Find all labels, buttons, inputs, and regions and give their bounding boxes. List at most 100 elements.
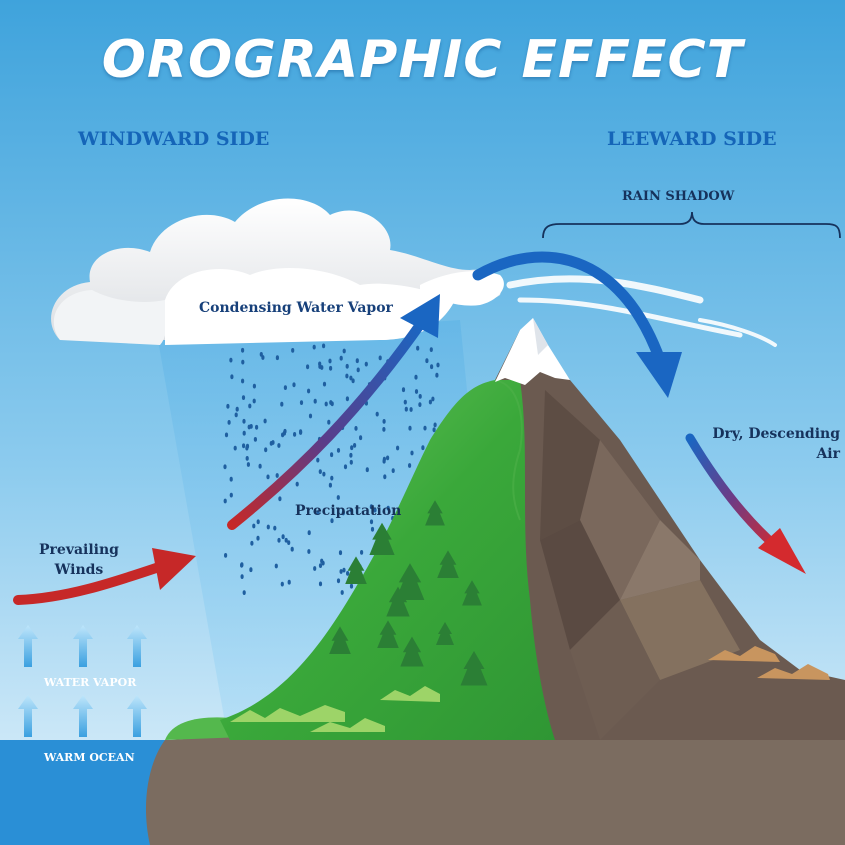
raindrop <box>266 474 270 480</box>
raindrop <box>421 445 425 451</box>
raindrop <box>235 406 239 412</box>
raindrop <box>224 432 229 438</box>
raindrop <box>307 388 311 394</box>
pine-tree <box>462 580 482 606</box>
raindrop <box>259 352 263 357</box>
raindrop <box>253 437 257 442</box>
raindrop <box>328 358 332 364</box>
raindrop <box>345 373 349 379</box>
pine-tree <box>369 522 395 555</box>
raindrop <box>391 468 395 473</box>
raindrop <box>435 372 439 378</box>
pine-tree <box>386 586 410 617</box>
pine-tree <box>400 636 424 667</box>
raindrop <box>336 495 340 500</box>
prevailing-winds-label: Prevailing Winds <box>39 542 119 578</box>
raindrop <box>369 504 373 510</box>
raindrop <box>423 425 427 431</box>
raindrop <box>229 492 233 498</box>
warm-ocean-label: WARM OCEAN <box>44 751 135 764</box>
pine-tree <box>395 563 425 600</box>
raindrop <box>248 403 252 409</box>
raindrop <box>409 407 413 412</box>
raindrop <box>349 583 354 589</box>
pine-tree <box>460 651 488 686</box>
raindrop <box>330 475 334 481</box>
raindrop <box>234 412 238 418</box>
diagram-title: OROGRAPHIC EFFECT <box>101 30 744 90</box>
pine-trees <box>329 500 488 686</box>
raindrop <box>242 430 246 436</box>
raindrop <box>263 418 267 424</box>
raindrop <box>278 496 282 502</box>
dry-grass-patches <box>708 646 830 680</box>
raindrop <box>241 378 245 384</box>
raindrop <box>318 469 322 474</box>
raindrop <box>322 343 326 349</box>
raindrop <box>430 364 434 370</box>
raindrop <box>318 581 323 587</box>
raindrop <box>230 374 234 380</box>
raindrop <box>277 443 281 448</box>
raindrop <box>359 435 363 441</box>
raindrop <box>245 456 249 461</box>
ground <box>0 732 845 845</box>
raindrop <box>339 355 343 361</box>
raindrop <box>349 459 353 465</box>
raindrop <box>229 476 233 482</box>
warm-ocean <box>0 740 165 845</box>
leeward-side-label: LEEWARD SIDE <box>607 128 777 150</box>
raindrop <box>336 578 341 584</box>
raindrop <box>425 358 429 364</box>
raindrop <box>312 344 316 350</box>
raindrop <box>271 440 275 445</box>
raindrop <box>378 355 382 361</box>
rising-air-arrow <box>227 294 440 530</box>
raindrop <box>247 424 251 430</box>
raindrop <box>307 530 311 536</box>
raindrop <box>336 448 341 453</box>
raindrop <box>343 464 348 470</box>
raindrop <box>329 400 333 405</box>
water-vapor-label: WATER VAPOR <box>44 676 137 689</box>
raindrop <box>299 400 304 405</box>
raindrop <box>408 425 412 431</box>
raindrop <box>414 389 419 394</box>
pine-tree <box>345 556 367 584</box>
raindrop <box>318 364 322 369</box>
raindrop <box>273 525 277 531</box>
raindrops <box>223 343 441 595</box>
raindrop <box>354 426 358 431</box>
raindrop <box>327 419 331 425</box>
raindrop <box>431 396 435 402</box>
raindrop <box>322 471 326 477</box>
raindrop <box>241 347 245 353</box>
pine-tree <box>436 622 454 645</box>
raindrop <box>290 546 294 552</box>
raindrop <box>264 447 268 453</box>
raindrop <box>291 348 295 353</box>
raindrop <box>383 474 387 480</box>
raindrop <box>275 473 279 478</box>
water-vapor-arrows <box>18 625 147 737</box>
dry-descending-air-label: Dry, Descending Air <box>712 426 840 462</box>
water-vapor-arrow <box>73 625 93 667</box>
raindrop <box>318 563 323 568</box>
raindrop <box>252 398 256 404</box>
precipitation-label: Precipatation <box>295 503 402 519</box>
raindrop <box>284 537 288 543</box>
raindrop <box>275 355 279 361</box>
raindrop <box>360 550 364 555</box>
raindrop <box>410 450 414 456</box>
grass-patches <box>230 686 440 732</box>
rain-shadow-bracket <box>542 211 841 239</box>
rocky-mountain-face <box>495 330 845 740</box>
raindrop <box>350 445 354 451</box>
raindrop <box>223 498 227 504</box>
pine-tree <box>425 500 445 526</box>
raindrop <box>349 375 353 381</box>
forested-slope <box>220 380 555 740</box>
raindrop <box>233 445 237 451</box>
